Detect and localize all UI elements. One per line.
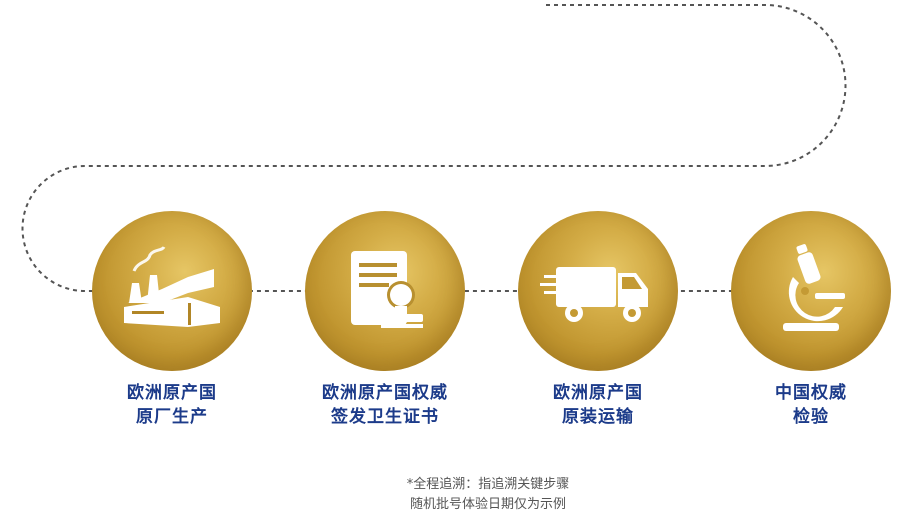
step-circle (518, 211, 678, 371)
step-health-certificate: 欧洲原产国权威 签发卫生证书 (285, 211, 485, 429)
step-label: 欧洲原产国 原厂生产 (72, 381, 272, 429)
footnote-line1: *全程追溯：指追溯关键步骤 (406, 477, 570, 492)
factory-icon (124, 246, 220, 327)
delivery-truck-icon (540, 267, 648, 322)
step-label-line2: 签发卫生证书 (331, 407, 439, 427)
step-circle (92, 211, 252, 371)
step-label: 欧洲原产国 原装运输 (498, 381, 698, 429)
certificate-stamp-icon (351, 251, 423, 328)
step-label-line2: 原厂生产 (136, 407, 208, 427)
step-origin-production: 欧洲原产国 原厂生产 (72, 211, 272, 429)
microscope-icon (783, 244, 845, 331)
step-label-line1: 欧洲原产国 (553, 383, 643, 403)
step-circle (731, 211, 891, 371)
step-label-line2: 检验 (793, 407, 829, 427)
traceability-footnote: *全程追溯：指追溯关键步骤 随机批号体验日期仅为示例 (338, 475, 638, 515)
step-label: 欧洲原产国权威 签发卫生证书 (285, 381, 485, 429)
step-original-shipping: 欧洲原产国 原装运输 (498, 211, 698, 429)
step-label-line1: 中国权威 (775, 383, 847, 403)
step-label: 中国权威 检验 (711, 381, 910, 429)
step-label-line1: 欧洲原产国权威 (322, 383, 448, 403)
footnote-line2: 随机批号体验日期仅为示例 (409, 497, 566, 512)
step-label-line1: 欧洲原产国 (127, 383, 217, 403)
step-circle (305, 211, 465, 371)
step-label-line2: 原装运输 (562, 407, 634, 427)
step-china-inspection: 中国权威 检验 (711, 211, 910, 429)
